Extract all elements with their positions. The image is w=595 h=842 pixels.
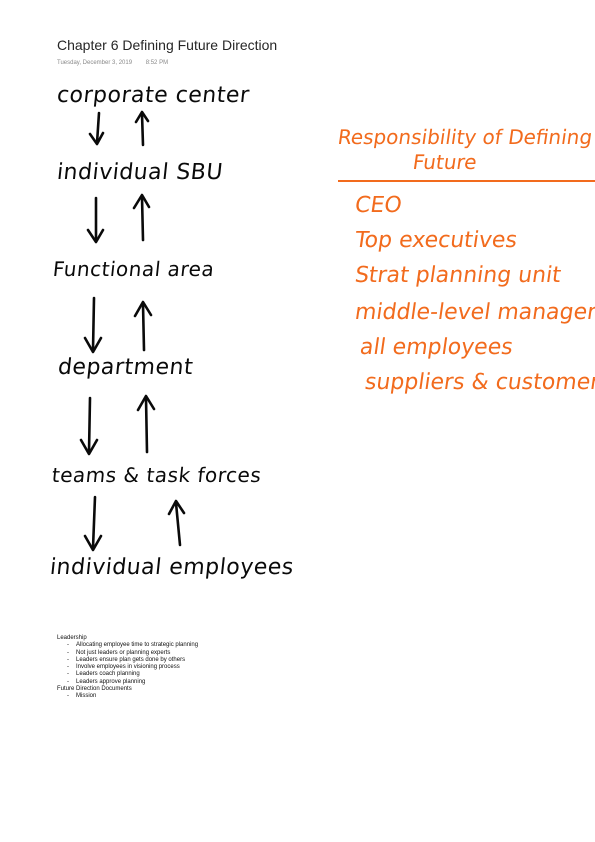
leadership-heading: Leadership (57, 635, 87, 641)
page-title: Chapter 6 Defining Future Direction (57, 37, 278, 53)
list-item: Leaders approve planning (57, 679, 198, 686)
arrow-up-icon (134, 110, 150, 147)
responsibility-item: Strat planning unit (353, 263, 563, 288)
responsibility-item: CEO (353, 193, 404, 218)
page-timestamp: Tuesday, December 3, 2019 8:52 PM (57, 60, 180, 66)
arrow-up-icon (136, 394, 156, 454)
list-item: Leaders ensure plan gets done by others (57, 657, 198, 664)
arrow-up-icon (133, 300, 153, 352)
responsibility-item: Top executives (353, 228, 519, 253)
list-item: Leaders coach planning (57, 671, 198, 678)
list-item: Allocating employee time to strategic pl… (57, 642, 198, 649)
arrow-down-icon (79, 396, 99, 456)
notes-block: Leadership Allocating employee time to s… (57, 635, 198, 701)
arrow-down-icon (83, 495, 103, 552)
page-time: 8:52 PM (145, 60, 169, 66)
arrow-up-icon (132, 193, 151, 242)
arrow-down-icon (86, 196, 105, 244)
responsibility-item: suppliers & customers (363, 370, 595, 395)
responsibility-item: middle-level managers (353, 300, 595, 325)
responsibility-item: all employees (358, 335, 515, 360)
list-item: Not just leaders or planning experts (57, 650, 198, 657)
arrow-down-icon (88, 111, 105, 146)
future-direction-heading: Future Direction Documents (57, 686, 132, 693)
responsibility-heading-line2: Future (411, 150, 479, 174)
responsibility-divider (338, 180, 595, 182)
list-item: Mission (57, 693, 198, 700)
responsibility-heading-line1: Responsibility of Defining (336, 125, 594, 149)
page-date: Tuesday, December 3, 2019 (57, 60, 133, 66)
list-item: Involve employees in visioning process (57, 664, 198, 671)
arrow-down-icon (83, 296, 103, 354)
arrow-up-icon (167, 499, 186, 547)
